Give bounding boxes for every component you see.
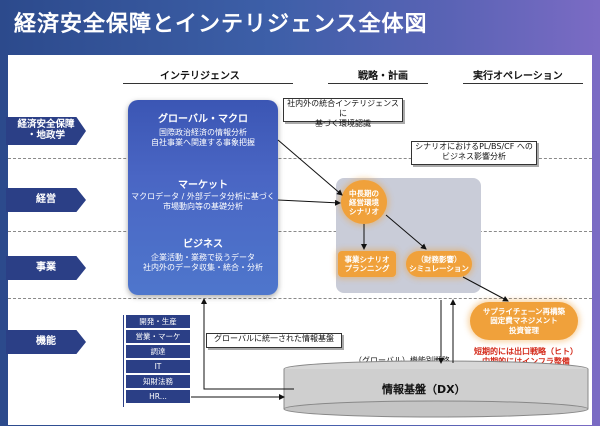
functional-strategy-label: （グローバル）機能別戦略 xyxy=(354,356,450,365)
market-body: マクロデータ / 外部データ分析に基づく 市場動向等の基礎分析 xyxy=(131,192,275,211)
header-operation-underline xyxy=(463,83,583,84)
row-label-function: 機能 xyxy=(6,330,86,354)
arrow-platform-to-intelligence xyxy=(201,298,294,390)
market-title: マーケット xyxy=(178,180,228,191)
business-body: 企業活動・業務で扱うデータ 社内外のデータ収集・統合・分析 xyxy=(143,253,263,272)
function-item: IT xyxy=(126,360,190,373)
row-divider xyxy=(8,298,592,299)
intelligence-box: グローバル・マクロ 国際政治経済の情報分析 自社事業へ関連する事象把握 マーケッ… xyxy=(128,100,278,295)
platform-label: 情報基盤（DX） xyxy=(382,383,466,396)
row-divider xyxy=(8,231,592,232)
function-item: 開発・生産 xyxy=(126,315,190,328)
simulation-node: （財務影響） シミュレーション xyxy=(406,251,472,277)
row-label-management: 経営 xyxy=(6,188,86,212)
arrow-simulation-to-operation xyxy=(462,276,509,302)
header-strategy: 戦略・計画 xyxy=(358,71,408,82)
scenario-node: 中長期の 経営環境 シナリオ xyxy=(341,180,387,224)
page-title: 経済安全保障とインテリジェンス全体図 xyxy=(14,12,428,37)
row-label-business: 事業 xyxy=(6,256,86,280)
connector-arrows xyxy=(191,139,589,418)
function-item: 知財法務 xyxy=(126,375,190,388)
callout-global-infra: グローバルに統一された情報基盤 xyxy=(206,333,342,348)
row-label-geopolitics: 経済安全保障 ・地政学 xyxy=(6,117,86,145)
global-macro-body: 国際政治経済の情報分析 自社事業へ関連する事象把握 xyxy=(151,128,255,147)
diagram-panel: インテリジェンス 戦略・計画 実行オペレーション 経済安全保障 ・地政学 経営 … xyxy=(6,55,592,425)
arrow-market-to-scenario xyxy=(277,199,341,206)
short-mid-note: 短期的には出口戦略（ヒト） 中期的にはインフラ整備 xyxy=(474,347,578,366)
platform-bottom xyxy=(283,400,589,418)
function-item: 調達 xyxy=(126,345,190,358)
supply-chain-node: サプライチェーン再構築 固定費マネジメント 投資管理 xyxy=(470,302,578,340)
business-title: ビジネス xyxy=(183,239,223,250)
global-macro-title: グローバル・マクロ xyxy=(158,114,248,125)
header-intelligence: インテリジェンス xyxy=(160,71,240,82)
biz-planning-node: 事業シナリオ プランニング xyxy=(338,251,396,277)
arrow-scenario-to-simulation xyxy=(385,214,427,250)
header-intelligence-underline xyxy=(123,83,293,84)
header-strategy-underline xyxy=(328,83,428,84)
function-bracket xyxy=(123,315,124,407)
callout-environment: 社内外の統合インテリジェンスに 基づく環境認識 xyxy=(283,98,403,128)
function-item: HR... xyxy=(126,390,190,403)
arrow-global-to-scenario xyxy=(277,139,343,196)
callout-scenario-impact: シナリオにおけるPL/BS/CF への ビジネス影響分析 xyxy=(411,141,537,165)
function-item: 営業・マーケ xyxy=(126,330,190,343)
header-operation: 実行オペレーション xyxy=(473,71,563,82)
